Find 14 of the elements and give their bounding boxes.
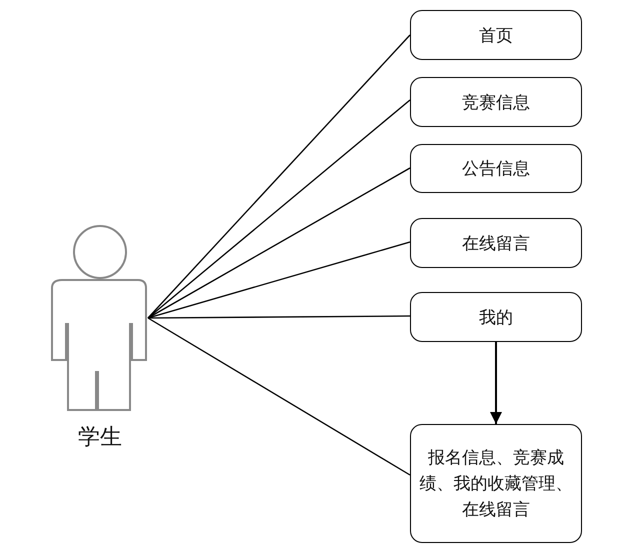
connector-line — [148, 167, 410, 319]
menu-box: 首页 — [410, 10, 582, 60]
connector-line — [148, 241, 410, 319]
arrow — [490, 342, 502, 424]
connector-line — [148, 34, 410, 318]
menu-box: 我的 — [410, 292, 582, 342]
connector-line — [148, 100, 410, 318]
menu-box: 竞赛信息 — [410, 77, 582, 127]
connector-line — [148, 317, 410, 476]
function-box: 报名信息、竞赛成绩、我的收藏管理、在线留言 — [410, 424, 582, 543]
menu-box: 公告信息 — [410, 144, 582, 193]
menu-box: 在线留言 — [410, 218, 582, 268]
actor-label: 学生 — [77, 424, 123, 452]
connector-line — [148, 315, 410, 319]
